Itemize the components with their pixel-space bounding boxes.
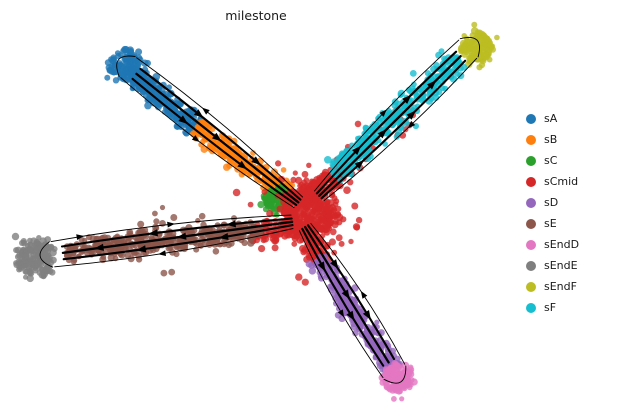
- legend-marker-sB: [526, 134, 536, 145]
- series-sEndE: [11, 232, 58, 283]
- legend-item-sEndD: sEndD: [522, 234, 579, 255]
- legend-label: sA: [544, 112, 558, 125]
- series-sD: [305, 253, 404, 374]
- legend-label: sC: [544, 154, 558, 167]
- stream-arm-F: [314, 37, 480, 202]
- legend-marker-sA: [526, 113, 536, 124]
- legend-item-sEndE: sEndE: [522, 255, 579, 276]
- legend-marker-sEndF: [526, 281, 536, 292]
- legend-item-sE: sE: [522, 213, 579, 234]
- legend-item-sEndF: sEndF: [522, 276, 579, 297]
- legend-item-sA: sA: [522, 108, 579, 129]
- legend-item-sB: sB: [522, 129, 579, 150]
- legend-marker-sC: [526, 155, 536, 166]
- legend-label: sB: [544, 133, 558, 146]
- stream-arm-E: [39, 214, 294, 268]
- legend-item-sCmid: sCmid: [522, 171, 579, 192]
- legend-label: sD: [544, 196, 559, 209]
- legend-label: sCmid: [544, 175, 579, 188]
- legend-marker-sD: [526, 197, 536, 208]
- legend-label: sEndE: [544, 259, 578, 272]
- series-sEndF: [457, 21, 500, 71]
- legend-item-sF: sF: [522, 297, 579, 318]
- chart-title: milestone: [225, 8, 287, 23]
- legend-label: sEndF: [544, 280, 577, 293]
- legend-item-sC: sC: [522, 150, 579, 171]
- legend-item-sD: sD: [522, 192, 579, 213]
- legend: sA sB sC sCmid sD sE sEndD sEndE sEndF sF: [522, 108, 579, 318]
- legend-marker-sF: [526, 302, 536, 313]
- stream-arm-D: [298, 223, 407, 384]
- legend-label: sE: [544, 217, 557, 230]
- series-sEndD: [378, 360, 418, 402]
- legend-marker-sE: [526, 218, 536, 229]
- streamlines: [39, 37, 480, 384]
- stream-arm-A: [116, 55, 303, 209]
- legend-label: sF: [544, 301, 557, 314]
- legend-marker-sCmid: [526, 176, 536, 187]
- legend-label: sEndD: [544, 238, 580, 251]
- legend-marker-sEndD: [526, 239, 536, 250]
- legend-marker-sEndE: [526, 260, 536, 271]
